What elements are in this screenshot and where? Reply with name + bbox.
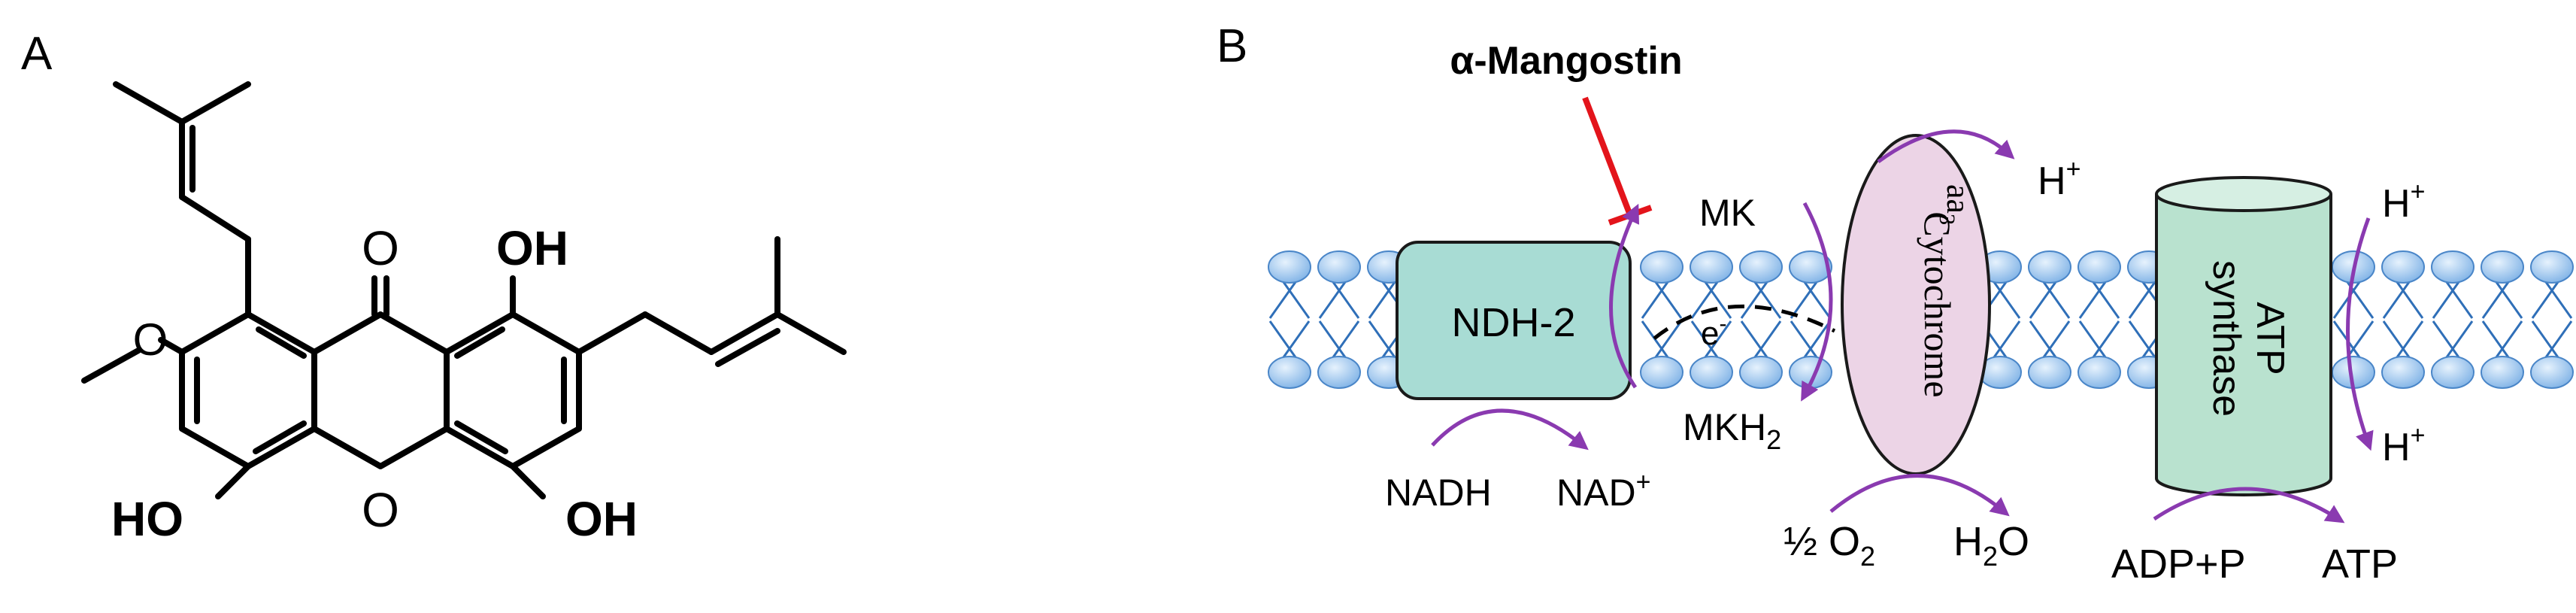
lipid-tail: [2481, 281, 2523, 319]
ndh2-label: NDH-2: [1451, 300, 1575, 345]
lipid-head: [1739, 356, 1783, 389]
lipid-tail: [2432, 320, 2474, 358]
panel-a-label: A: [21, 28, 53, 80]
lipid-head: [2028, 250, 2071, 284]
mkh2-label: MKH2: [1683, 406, 1781, 455]
cytochrome-text-group: Cytochrome: [1917, 211, 1959, 397]
electron-label: e-: [1701, 311, 1726, 352]
lipid-head: [2530, 356, 2574, 389]
atp-arrow: [2153, 487, 2345, 523]
lipid-head: [2431, 356, 2474, 389]
lipid-head: [1317, 250, 1361, 284]
inhibitor-label: α-Mangostin: [1450, 39, 1682, 83]
lipid-tail: [1690, 281, 1732, 319]
atp-label: ATP: [2322, 542, 2398, 587]
panel-b: B NDH-2 α-Mangostin e- MK MKH2 NADH NAD+…: [1217, 20, 2574, 587]
lipid-tail: [1740, 281, 1782, 319]
mk-arrow-left: [1609, 203, 1640, 389]
lipid-tail: [2332, 320, 2374, 358]
lipid-tail: [2382, 320, 2424, 358]
carbonyl-oxygen-label: O: [362, 221, 399, 275]
atp-synthase-line2: synthase: [2205, 260, 2248, 417]
lipid-head: [1690, 250, 1733, 284]
oh-right-label: OH: [565, 492, 638, 546]
lipid-tail: [1268, 281, 1311, 319]
ndh2-box: [1396, 241, 1632, 400]
nad-label: NAD+: [1556, 468, 1650, 514]
lipid-head: [1268, 356, 1311, 389]
alpha-mangostin-structure: [81, 81, 847, 499]
proton-arrow-right: [2346, 217, 2374, 451]
lipid-tail: [1318, 320, 1360, 358]
lipid-head: [2481, 356, 2524, 389]
atp-synthase-line1: ATP: [2248, 302, 2292, 375]
lipid-head: [2077, 356, 2121, 389]
cytochrome-label: Cytochrome: [1917, 211, 1959, 397]
aa3-text-group: aa3: [1935, 184, 1977, 225]
lipid-tail: [2382, 281, 2424, 319]
aa3-label: aa3: [1935, 184, 1977, 225]
lipid-head: [1640, 250, 1683, 284]
electron-path: [1653, 304, 1836, 340]
proton-arrow-top: [1877, 129, 2015, 164]
lipid-head: [2431, 250, 2474, 284]
nadh-arrow: [1431, 408, 1589, 451]
lipid-tail: [1268, 320, 1311, 358]
lipid-head: [1640, 356, 1683, 389]
lipid-tail: [2432, 281, 2474, 319]
lipid-head: [2077, 250, 2121, 284]
inhibition-line: [1582, 96, 1633, 217]
h2o-label: H2O: [1953, 519, 2029, 572]
lipid-head: [1268, 250, 1311, 284]
lipid-tail: [2029, 281, 2071, 319]
lipid-tail: [1318, 281, 1360, 319]
lipid-tail: [2078, 281, 2120, 319]
h-right-top-label: H+: [2382, 178, 2425, 226]
lipid-tail: [1641, 281, 1683, 319]
lipid-tail: [2481, 320, 2523, 358]
lipid-tail: [2029, 320, 2071, 358]
oh-top-label: OH: [496, 221, 568, 275]
lipid-head: [1690, 356, 1733, 389]
h-top-label: H+: [2038, 155, 2080, 203]
half-o2-label: ½ O2: [1784, 519, 1875, 572]
ring-oxygen-label: O: [362, 483, 399, 537]
lipid-tail: [2078, 320, 2120, 358]
lipid-tail: [1790, 281, 1832, 319]
adp-label: ADP+P: [2111, 542, 2246, 587]
lipid-head: [2028, 356, 2071, 389]
mkh2-arrow-right: [1801, 202, 1833, 402]
lipid-head: [1739, 250, 1783, 284]
atp-synthase-text-group: ATP synthase: [2205, 260, 2292, 417]
lipid-tail: [1740, 320, 1782, 358]
lipid-tail: [2531, 281, 2573, 319]
panel-a: A: [21, 28, 847, 546]
lipid-tail: [1790, 320, 1832, 358]
lipid-head: [2381, 356, 2425, 389]
oxygen-arrow: [1829, 474, 2010, 517]
lipid-tail: [2531, 320, 2573, 358]
lipid-head: [1317, 356, 1361, 389]
lipid-tail: [2332, 281, 2374, 319]
nadh-label: NADH: [1385, 472, 1492, 514]
lipid-head: [1789, 250, 1832, 284]
h-right-bottom-label: H+: [2382, 421, 2425, 469]
ho-left-label: HO: [111, 492, 183, 546]
lipid-head: [2381, 250, 2425, 284]
mk-label: MK: [1699, 192, 1756, 234]
atp-synthase-cylinder: [2155, 176, 2332, 496]
panel-b-label: B: [1217, 20, 1247, 72]
methoxy-oxygen-label: O: [133, 314, 168, 365]
lipid-head: [2530, 250, 2574, 284]
lipid-tail: [1690, 320, 1732, 358]
lipid-head: [2481, 250, 2524, 284]
lipid-tail: [1641, 320, 1683, 358]
